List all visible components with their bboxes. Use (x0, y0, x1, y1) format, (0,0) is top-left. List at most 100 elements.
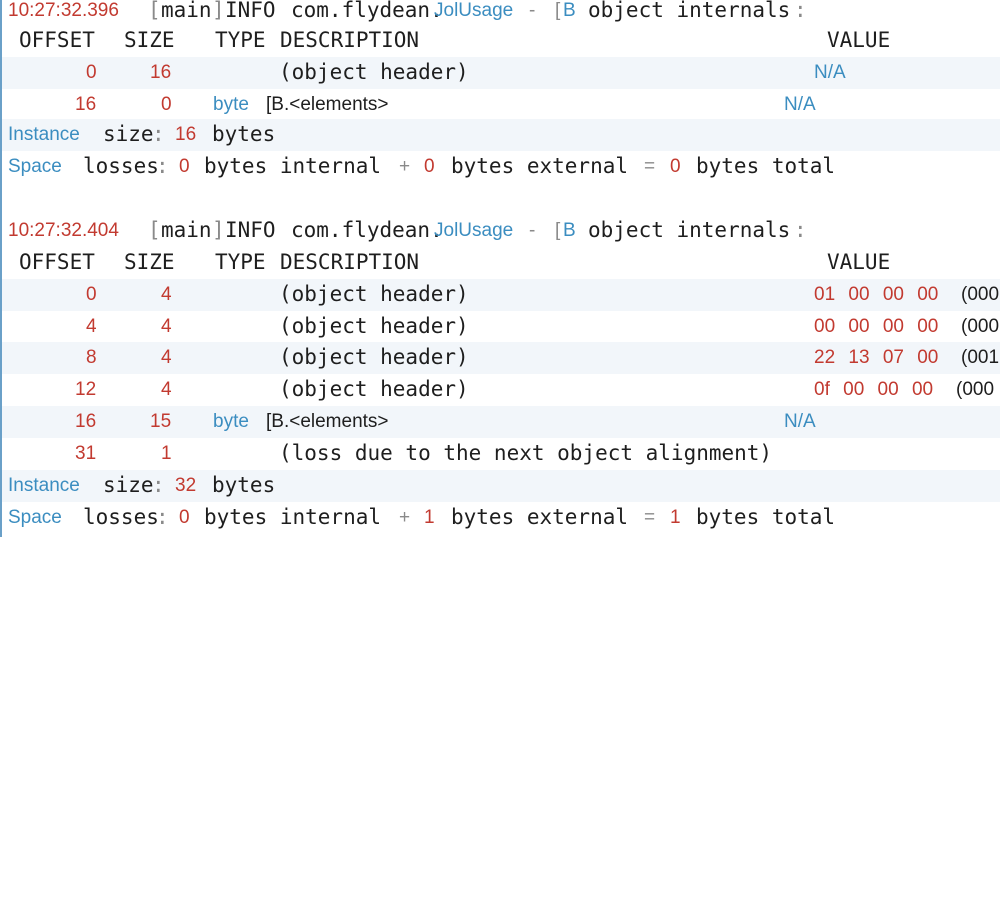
row-description: [B.<elements> (266, 94, 389, 115)
row-description: (object header) (279, 60, 469, 84)
space-word: losses (83, 154, 159, 178)
log-level: INFO (225, 218, 276, 242)
row-size: 4 (161, 379, 172, 400)
console-output: 10:27:32.396 [ main ] INFO com.flydean. … (0, 0, 1000, 537)
instance-label: Instance (8, 475, 80, 496)
column-description: DESCRIPTION (280, 250, 420, 274)
instance-size-value: 32 (175, 475, 197, 496)
space-word: losses (83, 505, 159, 529)
space-losses-line: Space losses : 0 bytes internal + 0 byte… (2, 151, 1000, 183)
row-value: N/A (784, 411, 816, 432)
table-row: 0 4 (object header) 01 00 00 00 (000 (2, 279, 1000, 311)
equals-sign: = (644, 156, 656, 177)
instance-size-line: Instance size : 16 bytes (2, 119, 1000, 151)
logger-class: JolUsage (434, 0, 514, 21)
table-row: 16 15 byte [B.<elements> N/A (2, 406, 1000, 438)
instance-label: Instance (8, 124, 80, 145)
column-offset: OFFSET (19, 250, 95, 274)
row-description: (object header) (279, 345, 469, 369)
total-text: bytes total (696, 154, 836, 178)
log-timestamp: 10:27:32.404 (8, 220, 119, 241)
row-size: 0 (161, 94, 172, 115)
row-offset: 0 (86, 284, 97, 305)
bracket: [ (555, 220, 561, 241)
internal-text: bytes internal (204, 505, 382, 529)
table-row: 8 4 (object header) 22 13 07 00 (001 (2, 342, 1000, 374)
row-value: 0f 00 00 00 (814, 379, 934, 400)
colon: : (152, 122, 165, 146)
equals-sign: = (644, 507, 656, 528)
instance-unit: bytes (212, 473, 276, 497)
row-type: byte (213, 411, 249, 432)
table-row: 0 16 (object header) N/A (2, 57, 1000, 89)
row-description: (loss due to the next object alignment) (279, 441, 773, 465)
bracket: ] (212, 0, 225, 22)
row-value: 22 13 07 00 (814, 347, 939, 368)
bracket: ] (212, 218, 225, 242)
external-text: bytes external (451, 154, 629, 178)
bracket: [ (148, 218, 161, 242)
instance-size-line: Instance size : 32 bytes (2, 470, 1000, 502)
type-name: B (563, 220, 576, 241)
table-row: 31 1 (loss due to the next object alignm… (2, 438, 1000, 470)
row-offset: 8 (86, 347, 97, 368)
row-value: N/A (814, 62, 846, 83)
log-timestamp: 10:27:32.396 (8, 0, 119, 21)
row-description: (object header) (279, 314, 469, 338)
row-value-tail: (001 (961, 347, 1000, 368)
row-value-tail: (000 (956, 379, 995, 400)
row-size: 4 (161, 316, 172, 337)
table-row: 4 4 (object header) 00 00 00 00 (000 (2, 311, 1000, 343)
row-offset: 12 (75, 379, 97, 400)
log-thread: main (161, 218, 212, 242)
row-value-tail: (000 (961, 316, 1000, 337)
table-row: 16 0 byte [B.<elements> N/A (2, 89, 1000, 121)
column-value: VALUE (827, 28, 891, 52)
internal-bytes: 0 (179, 507, 190, 528)
row-offset: 4 (86, 316, 97, 337)
row-offset: 31 (75, 443, 97, 464)
bracket: [ (555, 0, 561, 21)
row-value: 00 00 00 00 (814, 316, 939, 337)
total-text: bytes total (696, 505, 836, 529)
row-type: byte (213, 94, 249, 115)
row-value: 01 00 00 00 (814, 284, 939, 305)
column-type: TYPE (215, 28, 266, 52)
internal-text: bytes internal (204, 154, 382, 178)
instance-size-value: 16 (175, 124, 197, 145)
colon: : (156, 505, 169, 529)
row-description: [B.<elements> (266, 411, 389, 432)
row-offset: 0 (86, 62, 97, 83)
row-description: (object header) (279, 377, 469, 401)
row-size: 16 (150, 62, 172, 83)
column-type: TYPE (215, 250, 266, 274)
row-value-tail: (000 (961, 284, 1000, 305)
separator: - (529, 0, 536, 21)
log-thread: main (161, 0, 212, 22)
total-bytes: 1 (670, 507, 681, 528)
row-value: N/A (784, 94, 816, 115)
colon: : (156, 154, 169, 178)
column-value: VALUE (827, 250, 891, 274)
row-offset: 16 (75, 94, 97, 115)
row-offset: 16 (75, 411, 97, 432)
external-bytes: 0 (424, 156, 435, 177)
log-line: 10:27:32.404 [ main ] INFO com.flydean. … (2, 215, 1000, 247)
column-size: SIZE (124, 250, 175, 274)
row-size: 1 (161, 443, 172, 464)
logger-class: JolUsage (434, 220, 514, 241)
log-level: INFO (225, 0, 276, 22)
table-header: OFFSET SIZE TYPE DESCRIPTION VALUE (2, 25, 1000, 57)
row-size: 4 (161, 284, 172, 305)
separator: - (529, 220, 536, 241)
row-size: 4 (161, 347, 172, 368)
type-name: B (563, 0, 576, 21)
internal-bytes: 0 (179, 156, 190, 177)
space-label: Space (8, 507, 62, 528)
plus-sign: + (399, 507, 411, 528)
log-message: object internals (588, 0, 791, 22)
instance-word: size (103, 122, 154, 146)
log-line: 10:27:32.396 [ main ] INFO com.flydean. … (2, 0, 1000, 27)
space-label: Space (8, 156, 62, 177)
instance-word: size (103, 473, 154, 497)
